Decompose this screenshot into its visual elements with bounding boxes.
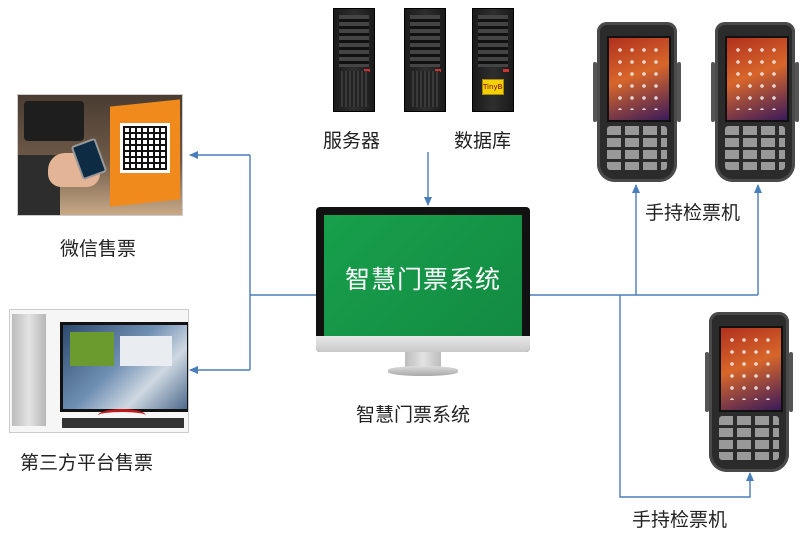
server-tower-icon <box>404 8 446 112</box>
pc-tower-icon <box>12 314 46 426</box>
database-tag: TinyBay <box>482 79 504 95</box>
handheld-scanner-icon <box>705 312 793 472</box>
keyboard-icon <box>62 418 184 428</box>
handheld-top-label: 手持检票机 <box>645 202 741 224</box>
handheld-scanner-icon <box>711 22 799 182</box>
handheld-bottom-label: 手持检票机 <box>632 509 728 531</box>
wechat-ticketing-photo <box>18 95 182 215</box>
database-label: 数据库 <box>454 130 512 152</box>
wechat-ticketing-label: 微信售票 <box>60 238 137 260</box>
system-caption: 智慧门票系统 <box>356 404 471 426</box>
server-label: 服务器 <box>323 130 381 152</box>
handheld-scanner-icon <box>593 22 681 182</box>
monitor-chin <box>316 336 530 352</box>
system-monitor: 智慧门票系统 <box>316 207 530 352</box>
server-tower-icon <box>333 8 375 112</box>
monitor-base <box>388 366 458 376</box>
system-screen-title: 智慧门票系统 <box>344 264 501 294</box>
qr-code-icon <box>120 123 170 173</box>
third-party-ticketing-label: 第三方平台售票 <box>20 452 154 474</box>
database-tower-icon: TinyBay <box>472 8 514 112</box>
system-monitor-screen: 智慧门票系统 <box>324 215 522 340</box>
third-party-platform-photo <box>10 310 188 432</box>
monitor-neck <box>405 352 441 368</box>
to-handheld-3-line <box>619 295 754 498</box>
